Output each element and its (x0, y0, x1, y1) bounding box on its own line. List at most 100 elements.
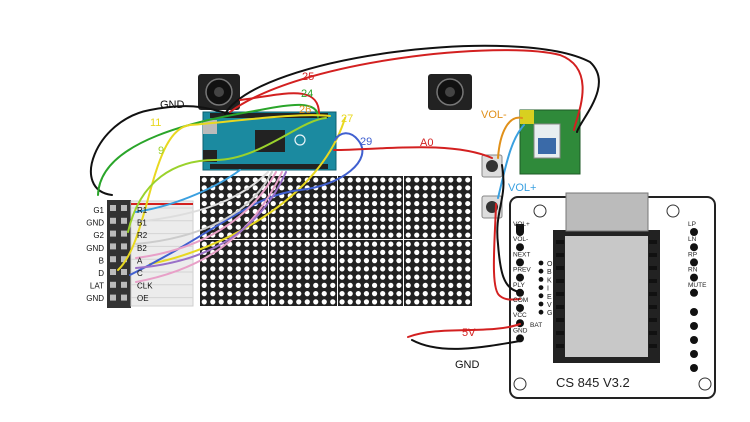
led-dot (405, 266, 411, 272)
led-dot (244, 216, 250, 222)
led-dot (422, 216, 428, 222)
led-dot (363, 185, 370, 191)
led-dot (355, 266, 361, 272)
wire-black-gnd (411, 339, 521, 350)
led-dot (304, 241, 310, 247)
led-dot (422, 291, 428, 297)
hub75-left-label: G2 (93, 231, 104, 240)
mp3-mount-hole-tr (666, 204, 680, 218)
label-5v: 5V (462, 327, 476, 339)
led-dot (422, 241, 428, 247)
led-dot (313, 232, 319, 238)
led-dot (244, 274, 250, 280)
led-dot (388, 200, 394, 207)
mp3-module-pin (556, 331, 564, 335)
led-dot (235, 299, 241, 305)
led-dot (431, 208, 437, 215)
led-dot (296, 274, 302, 280)
led-dot (439, 200, 445, 207)
led-dot (261, 274, 267, 280)
led-dot (405, 241, 411, 247)
led-dot (287, 282, 293, 288)
led-dot (339, 193, 345, 199)
led-dot (371, 249, 378, 255)
led-dot (347, 224, 353, 230)
led-dot (422, 282, 428, 288)
led-dot (201, 274, 207, 280)
led-dot (405, 224, 411, 230)
led-dot (304, 291, 310, 297)
led-dot (287, 299, 293, 305)
led-dot (218, 249, 224, 255)
mp3-module-pin (556, 305, 564, 309)
led-dot (355, 258, 361, 264)
led-dot (448, 208, 454, 215)
led-dot (218, 232, 224, 238)
mp3-right-label: RN (688, 267, 698, 274)
led-dot (456, 258, 462, 264)
wire-blue-29 (129, 132, 364, 276)
mp3-module-pin (649, 253, 657, 257)
led-dot (321, 249, 327, 255)
hub75-pin (121, 230, 127, 237)
led-dot (287, 216, 293, 222)
mp3-right-pad (690, 258, 698, 267)
led-dot (465, 274, 471, 280)
led-dot (279, 299, 285, 305)
led-dot (414, 177, 420, 183)
mp3-right-label: LN (688, 236, 697, 243)
led-dot (405, 249, 411, 255)
led-dot (355, 216, 361, 222)
led-dot (371, 216, 378, 222)
wire-labels: GND 25 24 26 27 11 9 29 A0 VOL- VOL+ 5V … (150, 71, 536, 371)
led-dot (201, 241, 207, 247)
hub75-pin (110, 205, 116, 211)
led-dot (465, 291, 471, 297)
led-dot (456, 232, 462, 238)
led-dot (371, 299, 378, 305)
hub75-pin (110, 243, 116, 250)
led-dot (422, 232, 428, 238)
led-dot (465, 185, 471, 191)
mp3-module-pin (649, 305, 657, 309)
led-dot (388, 249, 394, 255)
led-dot (218, 266, 224, 272)
led-dot (270, 266, 276, 272)
led-dot (279, 232, 285, 238)
led-dot (252, 266, 258, 272)
led-dot (252, 249, 258, 255)
led-dot (261, 193, 267, 199)
led-dot (363, 224, 370, 230)
mp3-mid-letter: K (547, 277, 552, 284)
led-dot (388, 291, 394, 297)
mp3-module-face (565, 236, 648, 357)
led-dot (347, 177, 353, 183)
led-dot (431, 185, 437, 191)
led-dot (347, 291, 353, 297)
led-dot (371, 193, 378, 199)
mp3-module-pin (556, 253, 564, 257)
led-dot (456, 200, 462, 207)
led-dot (261, 249, 267, 255)
led-dot (339, 216, 345, 222)
led-dot (396, 266, 402, 272)
led-dot (279, 208, 285, 215)
led-dot (355, 282, 361, 288)
led-dot (380, 224, 386, 230)
led-dot (287, 224, 293, 230)
led-dot (414, 299, 420, 305)
mp3-module-pin (556, 279, 564, 283)
led-dot (448, 299, 454, 305)
led-dot (296, 249, 302, 255)
led-dot (296, 299, 302, 305)
led-dot (270, 200, 276, 207)
mp3-left-label: VOL+ (513, 221, 530, 228)
led-dot (321, 241, 327, 247)
led-dot (396, 249, 402, 255)
mp3-left-label: GND (513, 327, 528, 334)
led-dot (439, 224, 445, 230)
led-dot (414, 224, 420, 230)
led-dot (405, 258, 411, 264)
led-dot (363, 282, 370, 288)
